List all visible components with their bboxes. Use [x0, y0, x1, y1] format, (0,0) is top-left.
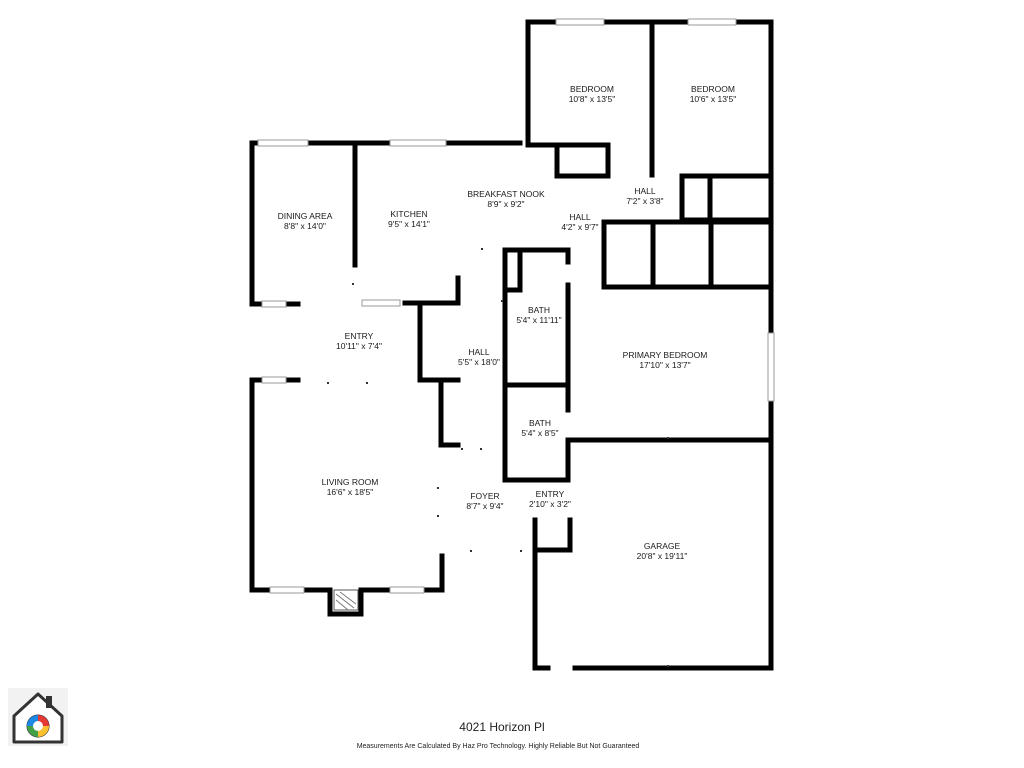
room-dimensions: 5'5" x 18'0" — [458, 357, 500, 367]
windows — [257, 18, 775, 594]
room-dimensions: 5'4" x 11'11" — [516, 315, 562, 325]
bedroom-1-label: BEDROOM 10'8" x 13'5" — [569, 84, 616, 104]
bedroom-2-label: BEDROOM 10'6" x 13'5" — [690, 84, 737, 104]
room-dimensions: 16'6" x 18'5" — [326, 487, 374, 497]
room-dimensions: 10'11" x 7'4" — [336, 341, 382, 351]
dining-area-label: DINING AREA 8'8" x 14'0" — [278, 211, 333, 231]
room-name: PRIMARY BEDROOM — [622, 350, 708, 360]
room-dimensions: 8'8" x 14'0" — [284, 221, 326, 231]
breakfast-nook-label: BREAKFAST NOOK 8'9" x 9'2" — [467, 189, 544, 209]
room-name: ENTRY — [535, 489, 565, 499]
hall-mid-label: HALL 4'2" x 9'7" — [561, 212, 598, 232]
bath-2-label: BATH 5'4" x 8'5" — [521, 418, 558, 438]
living-room-label: LIVING ROOM 16'6" x 18'5" — [322, 477, 379, 497]
room-name: KITCHEN — [390, 209, 428, 219]
house-camera-logo-icon — [8, 688, 68, 746]
room-dimensions: 7'2" x 3'8" — [626, 196, 664, 206]
room-dimensions: 5'4" x 8'5" — [521, 428, 559, 438]
kitchen-label: KITCHEN 9'5" x 14'1" — [388, 209, 430, 229]
room-name: DINING AREA — [277, 211, 333, 221]
property-address: 4021 Horizon Pl — [459, 720, 545, 734]
room-dimensions: 9'5" x 14'1" — [388, 219, 430, 229]
room-dimensions: 10'6" x 13'5" — [689, 94, 737, 104]
hall-center-label: HALL 5'5" x 18'0" — [458, 347, 500, 367]
room-name: BATH — [527, 305, 551, 315]
room-dimensions: 8'9" x 9'2" — [487, 199, 525, 209]
room-name: HALL — [569, 212, 591, 222]
entry-garage-label: ENTRY 2'10" x 3'2" — [529, 489, 571, 509]
fireplace — [333, 589, 359, 611]
garage-label: GARAGE 20'8" x 19'11" — [637, 541, 688, 561]
room-name: BREAKFAST NOOK — [467, 189, 545, 199]
room-name: BATH — [528, 418, 552, 428]
room-name: HALL — [634, 186, 656, 196]
measurement-disclaimer: Measurements Are Calculated By Haz Pro T… — [356, 743, 640, 750]
room-dimensions: 2'10" x 3'2" — [529, 499, 571, 509]
foyer-label: FOYER 8'7" x 9'4" — [466, 491, 503, 511]
room-dimensions: 10'8" x 13'5" — [568, 94, 616, 104]
room-dimensions: 20'8" x 19'11" — [636, 551, 688, 561]
room-name: GARAGE — [643, 541, 681, 551]
room-name: BEDROOM — [570, 84, 614, 94]
room-dimensions: 4'2" x 9'7" — [561, 222, 599, 232]
hall-upper-label: HALL 7'2" x 3'8" — [626, 186, 663, 206]
room-dimensions: 8'7" x 9'4" — [466, 501, 504, 511]
room-name: BEDROOM — [691, 84, 735, 94]
door-marks — [327, 248, 669, 667]
room-name: ENTRY — [344, 331, 374, 341]
bath-1-label: BATH 5'4" x 11'11" — [516, 305, 561, 325]
room-name: LIVING ROOM — [321, 477, 379, 487]
room-name: HALL — [468, 347, 490, 357]
primary-bedroom-label: PRIMARY BEDROOM 17'10" x 13'7" — [623, 350, 708, 370]
entry-main-label: ENTRY 10'11" x 7'4" — [336, 331, 382, 351]
room-dimensions: 17'10" x 13'7" — [639, 360, 691, 370]
walls — [249, 19, 774, 671]
room-name: FOYER — [470, 491, 500, 501]
